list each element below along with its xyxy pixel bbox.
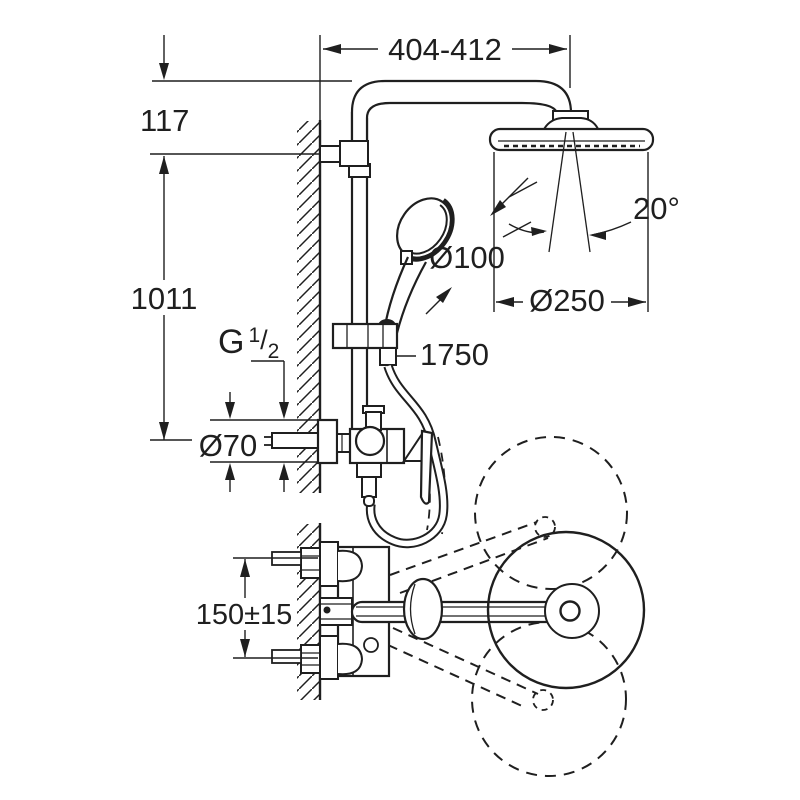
supply-hex-bottom: [300, 644, 321, 674]
dim-label-top-width: 404-412: [388, 32, 502, 67]
hose-nipple: [363, 495, 375, 507]
arrow-right: [628, 297, 646, 307]
mixer-outlet: [356, 462, 382, 478]
wall-bracket: [319, 140, 369, 167]
hand-shower: [382, 197, 455, 334]
swivel-arm-bottom: [392, 627, 539, 695]
dimension-supply-spacing: 150±15: [191, 557, 318, 659]
dimension-spray-angle: 20°: [508, 191, 680, 240]
spray-line-right: [572, 131, 591, 253]
lever-flange: [402, 577, 444, 641]
arrow-down: [159, 63, 169, 80]
dim-label-escutcheon: Ø70: [199, 428, 258, 463]
mixer-ball: [354, 425, 386, 457]
spout-lever: [350, 530, 646, 690]
arrow-up: [240, 559, 250, 577]
thread-denominator: 2: [268, 340, 280, 363]
arrow-down: [279, 402, 289, 419]
thread-slash: /: [260, 325, 268, 355]
shower-hose: [365, 364, 449, 549]
supply-nipple: [271, 432, 321, 449]
dimension-top-offset: 117: [140, 35, 352, 155]
thread-numerator: 1: [248, 324, 260, 347]
riser-pipe: [348, 110, 371, 430]
arrow-up-right: [436, 287, 452, 303]
arrow-right: [531, 227, 547, 236]
dim-label-spray-angle: 20°: [633, 191, 680, 226]
dimension-head-shower: Ø250: [493, 152, 649, 318]
slide-holder: [331, 319, 399, 366]
dim-label-supply-spacing: 150±15: [196, 599, 293, 631]
arrow-down: [240, 639, 250, 657]
dimension-top-width: 404-412: [319, 32, 571, 120]
mixer-lever-blade: [419, 429, 434, 505]
supply-hex-top: [300, 547, 321, 579]
bath-mixer: [271, 541, 391, 680]
dimension-escutcheon: Ø70: [192, 392, 318, 492]
shower-arm: [350, 79, 573, 140]
dimension-hand-shower: Ø100: [425, 177, 538, 315]
swivel-arm-top: [389, 521, 538, 576]
head-shower-ball-joint: [541, 117, 601, 132]
hose-connector: [379, 347, 397, 366]
dim-label-hand-shower: Ø100: [429, 240, 505, 275]
arrow-up: [279, 463, 289, 480]
supply-flange-bottom: [319, 635, 339, 680]
mixer-union: [336, 433, 351, 453]
swivel-circle-top: [474, 436, 628, 590]
arrow-left: [589, 231, 606, 240]
dimension-riser-height: 1011: [128, 156, 201, 441]
dim-label-head-shower: Ø250: [529, 283, 605, 318]
arrow-left: [323, 44, 341, 54]
wall-screw: [323, 606, 331, 614]
body-port: [363, 637, 379, 653]
hand-shower-face: [403, 198, 455, 262]
dim-label-top-offset: 117: [140, 103, 189, 138]
head-shower: [488, 110, 655, 253]
hand-shower-joint: [400, 250, 413, 265]
dimension-hose-length: 1750: [396, 337, 489, 372]
spray-line-left: [548, 131, 567, 253]
arrow-up: [225, 463, 235, 480]
dim-label-hose-length: 1750: [420, 337, 489, 372]
shower-mixer: [245, 405, 434, 507]
arrow-left: [496, 297, 514, 307]
arrow-up: [159, 156, 169, 174]
wall-hatch-upper: [297, 121, 320, 493]
dim-label-riser-height: 1011: [131, 281, 198, 316]
knob-circle: [486, 530, 646, 690]
escutcheon: [316, 418, 339, 465]
knob-cap: [559, 600, 581, 622]
thread-g: G: [218, 323, 244, 361]
supply-flange-top: [319, 541, 339, 587]
arrow-down: [225, 402, 235, 419]
supply-dome-bottom: [337, 642, 364, 676]
supply-dome-top: [337, 549, 364, 583]
arrow-down: [159, 422, 169, 440]
arrow-right: [549, 44, 567, 54]
